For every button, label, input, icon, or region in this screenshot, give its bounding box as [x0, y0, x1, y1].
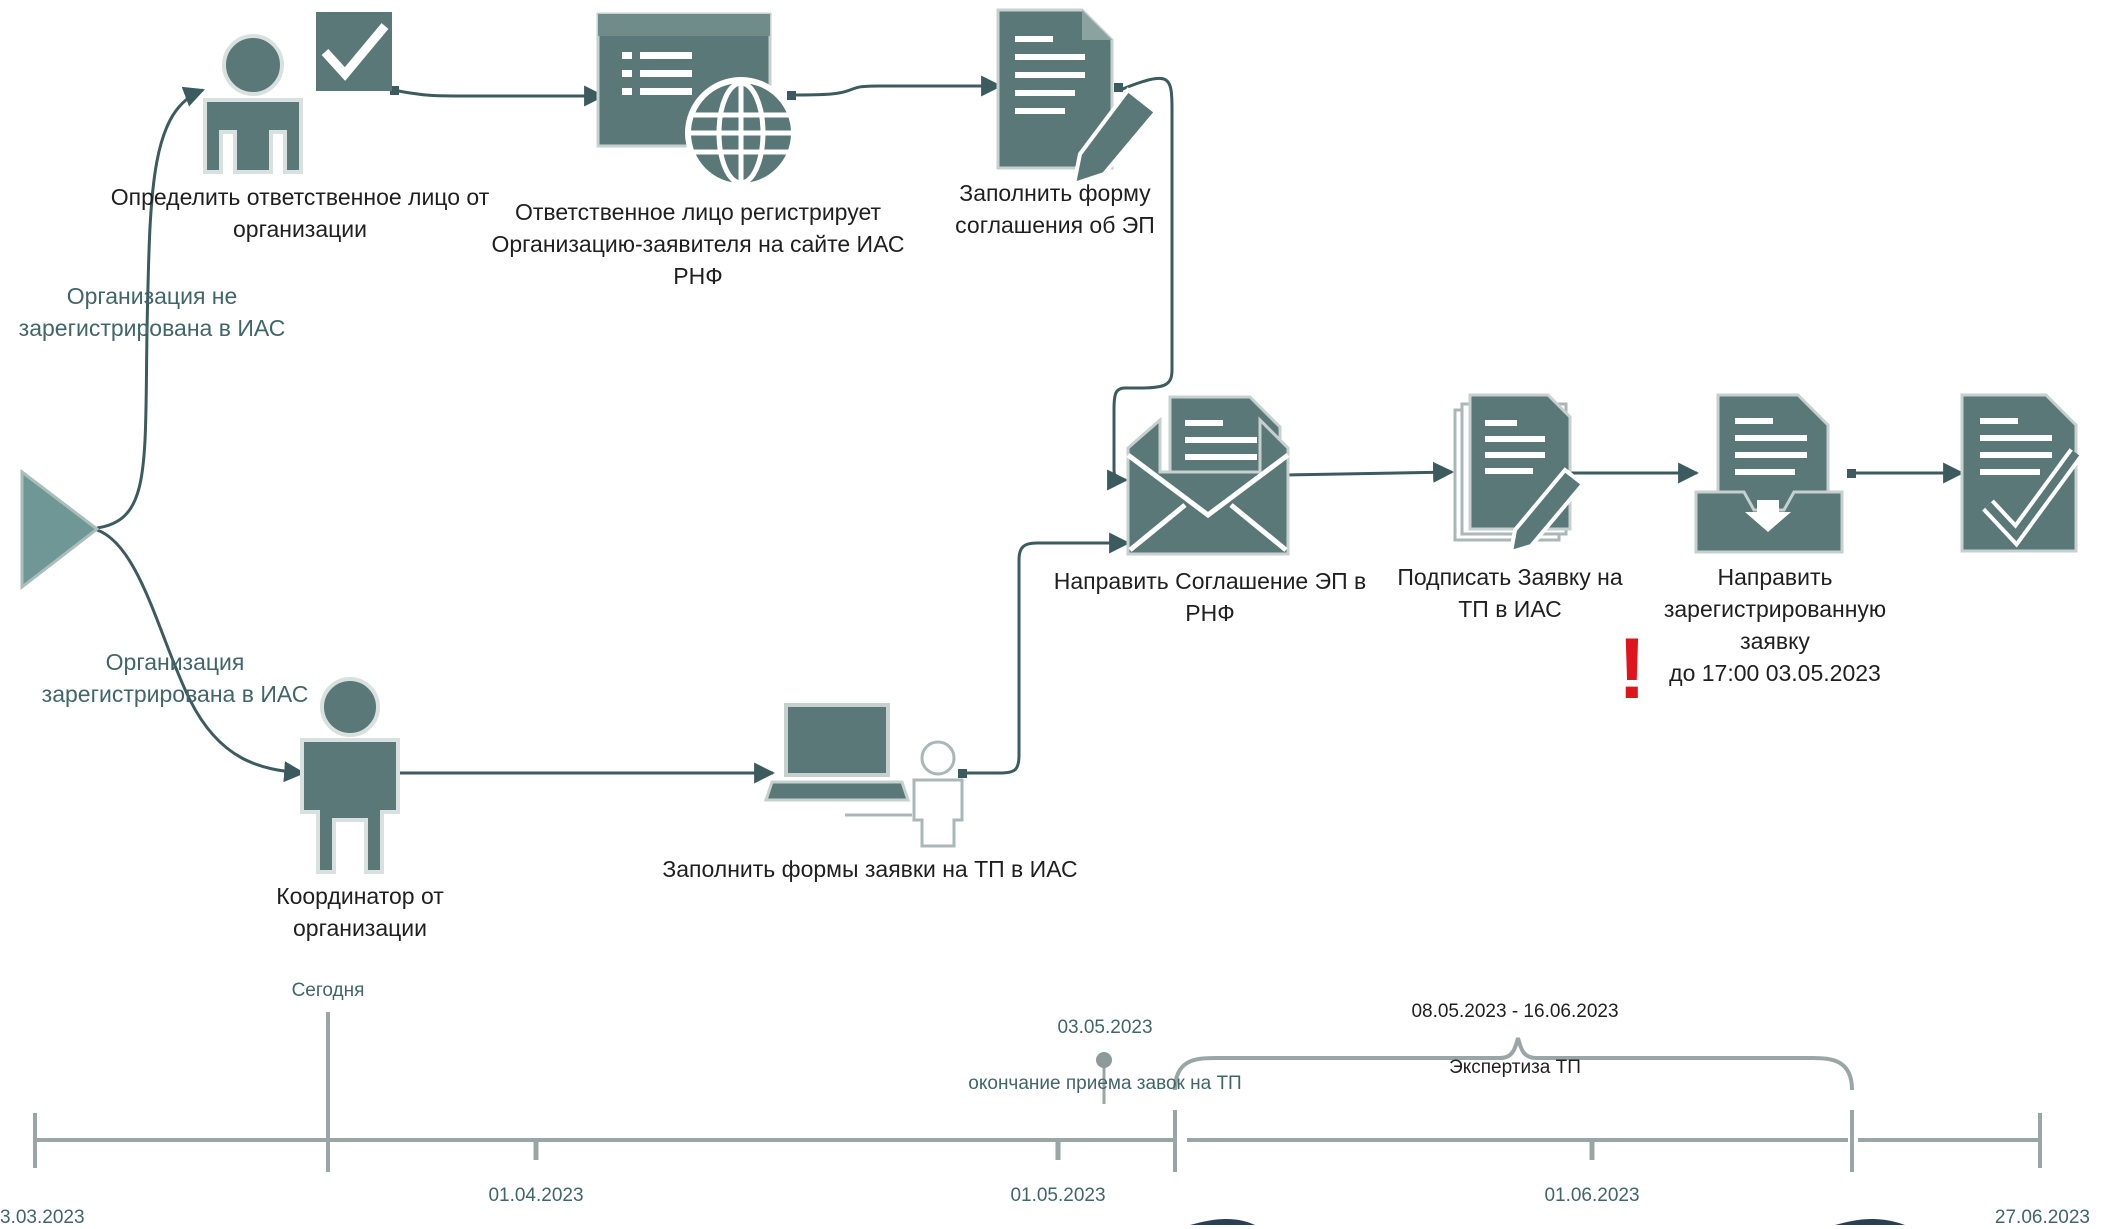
- timeline-tick-label: 01.06.2023: [1544, 1185, 1640, 1206]
- connector-send-to-sign: [1283, 461, 1455, 483]
- interval-label: 08.05.2023 - 16.06.2023 Экспертиза ТП: [1365, 970, 1665, 1110]
- connector-forms-to-send: [962, 532, 1131, 775]
- connector-start-to-coordinator: [96, 528, 306, 783]
- person-icon[interactable]: [300, 677, 400, 874]
- documents-sign-icon[interactable]: [1453, 393, 1586, 555]
- alert-icon: !: [1618, 621, 1647, 717]
- timeline: [33, 1012, 2042, 1225]
- timeline-tick-label: 01.05.2023: [1010, 1185, 1106, 1206]
- laptop-person-icon[interactable]: [763, 703, 964, 848]
- envelope-document-icon[interactable]: [1126, 395, 1290, 556]
- connector-define-to-register: [392, 85, 606, 107]
- document-pen-icon[interactable]: [996, 8, 1159, 187]
- inbox-document-icon[interactable]: [1694, 393, 1844, 554]
- branch-not-registered-label: Организация не зарегистрирована в ИАС: [18, 283, 286, 341]
- timeline-end-date: 27.06.2023: [1994, 1207, 2090, 1228]
- milestone-label: 03.05.2023 окончание приема завок на ТП: [930, 986, 1280, 1126]
- connector-register-to-agreement: [789, 75, 1003, 97]
- register-site-label: Ответственное лицо регистрирует Организа…: [491, 199, 905, 289]
- milestone-date: 03.05.2023: [1057, 1017, 1153, 1038]
- define-person-label: Определить ответственное лицо от организ…: [110, 184, 490, 242]
- connector-agreement-to-send: [1107, 76, 1174, 491]
- timeline-today-label: Сегодня: [291, 980, 365, 1001]
- fill-forms-label: Заполнить формы заявки на ТП в ИАС: [662, 856, 1078, 882]
- interval-dates: 08.05.2023 - 16.06.2023: [1411, 1001, 1619, 1022]
- document-check-icon[interactable]: [1960, 393, 2083, 553]
- fill-agreement-label: Заполнить форму соглашения об ЭП: [955, 180, 1155, 238]
- person-check-icon[interactable]: [203, 12, 392, 174]
- send-registered-label: Направить зарегистрированную заявку до 1…: [1663, 564, 1887, 686]
- sign-application-label: Подписать Заявку на ТП в ИАС: [1397, 564, 1623, 622]
- interval-brace: [1173, 1037, 1854, 1091]
- connector-start-to-define: [96, 86, 205, 530]
- interval-text: Экспертиза ТП: [1449, 1057, 1581, 1078]
- milestone-text: окончание приема завок на ТП: [968, 1073, 1242, 1094]
- timeline-tick-label: 01.04.2023: [488, 1185, 584, 1206]
- connectors: [96, 75, 1965, 784]
- milestone-pin: [1096, 1052, 1112, 1068]
- send-agreement-label: Направить Соглашение ЭП в РНФ: [1053, 568, 1367, 626]
- timeline-start-date: 3.03.2023: [0, 1207, 85, 1228]
- branch-registered-label: Организация зарегистрирована в ИАС: [41, 649, 309, 707]
- web-register-icon[interactable]: [596, 12, 797, 189]
- coordinator-label: Координатор от организации: [276, 883, 444, 941]
- start-triangle-icon[interactable]: [20, 468, 100, 591]
